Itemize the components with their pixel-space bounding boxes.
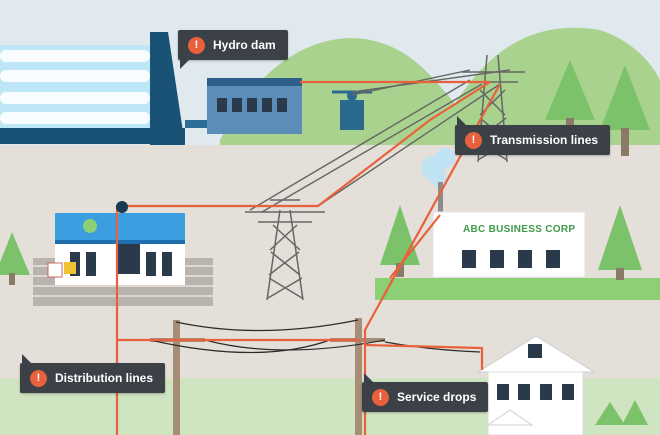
house [476, 335, 596, 435]
powerhouse-windows [217, 98, 287, 112]
callout-service-drops: ! Service drops [362, 373, 489, 412]
smoke [421, 148, 455, 186]
powerhouse-roof [207, 78, 302, 86]
callout-transmission-lines: ! Transmission lines [455, 116, 611, 155]
callout-hydro-dam: ! Hydro dam [178, 30, 288, 69]
water-waves [0, 50, 150, 124]
business-building [432, 182, 586, 278]
penstock [185, 120, 225, 128]
warning-icon: ! [188, 36, 205, 54]
transmission-wires [249, 69, 511, 213]
civic-building [33, 213, 213, 306]
transmission-tower-1 [245, 199, 325, 301]
callout-distribution-lines-label: Distribution lines [55, 371, 154, 385]
callout-service-drops-label: Service drops [397, 390, 477, 404]
distribution-wires-dark [149, 319, 481, 354]
warning-icon: ! [465, 131, 482, 149]
callout-distribution-lines: ! Distribution lines [20, 354, 166, 393]
warning-icon: ! [372, 388, 389, 406]
callout-hydro-dam-label: Hydro dam [213, 38, 276, 52]
meter-box [116, 201, 128, 213]
callout-transmission-lines-label: Transmission lines [490, 133, 599, 147]
dam-wall [150, 32, 185, 145]
dam-base [0, 128, 185, 144]
business-sign: ABC BUSINESS CORP [463, 224, 576, 235]
warning-icon: ! [30, 369, 47, 387]
business-lawn [375, 278, 660, 300]
